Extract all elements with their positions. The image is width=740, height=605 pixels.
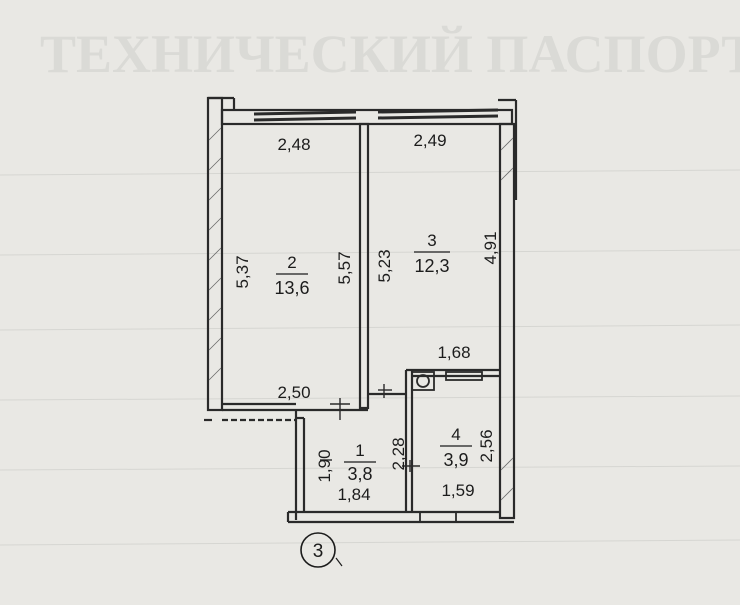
dim-room3-left: 5,23 [375, 249, 394, 282]
dim-room4-top: 1,68 [437, 343, 470, 362]
dim-room2-bottom: 2,50 [277, 383, 310, 402]
room-4-area: 3,9 [443, 450, 468, 470]
room-3-area: 12,3 [414, 256, 449, 276]
dim-room1-bottom: 1,84 [337, 485, 370, 504]
room-2-label: 2 13,6 [274, 253, 309, 298]
walls [204, 96, 518, 524]
room4-fixtures [411, 371, 483, 523]
room-1-label: 1 3,8 [344, 441, 376, 484]
room-3-label: 3 12,3 [414, 231, 450, 276]
dim-room4-right: 2,56 [477, 429, 496, 462]
room-1-area: 3,8 [347, 464, 372, 484]
dim-room1-right: 2,28 [389, 437, 408, 470]
dim-room1-left: 1,90 [315, 449, 334, 482]
floor-marker-circle [300, 532, 336, 568]
right-outer-wall [498, 122, 516, 520]
marks [320, 384, 420, 472]
bottom-window [419, 511, 457, 523]
room-1-number: 1 [355, 441, 364, 460]
floor-marker-number: 3 [313, 541, 324, 562]
room-2-area: 13,6 [274, 278, 309, 298]
background-ghost-text: ТЕХНИЧЕСКИЙ ПАСПОРТ [40, 24, 740, 84]
dim-room3-right: 4,91 [481, 231, 500, 264]
floor-marker: 3 [300, 532, 343, 568]
dim-room3-top: 2,49 [413, 131, 446, 150]
dim-room4-bottom: 1,59 [441, 481, 474, 500]
ghost-heading: ТЕХНИЧЕСКИЙ ПАСПОРТ [40, 24, 740, 84]
room-4-number: 4 [451, 425, 460, 444]
room-4-label: 4 3,9 [440, 425, 472, 470]
ventilation-shaft [411, 371, 435, 391]
dim-room2-right: 5,57 [335, 251, 354, 284]
room-3-number: 3 [427, 231, 436, 250]
wall-hatching [208, 127, 514, 501]
dim-room2-top: 2,48 [277, 135, 310, 154]
partition-2-3 [358, 122, 370, 410]
dim-room2-left: 5,37 [233, 255, 252, 288]
room-2-number: 2 [287, 253, 296, 272]
dimensions: 2,48 2,49 5,37 5,57 5,23 4,91 2,50 1,68 … [233, 131, 500, 504]
paper-lines [0, 169, 740, 546]
